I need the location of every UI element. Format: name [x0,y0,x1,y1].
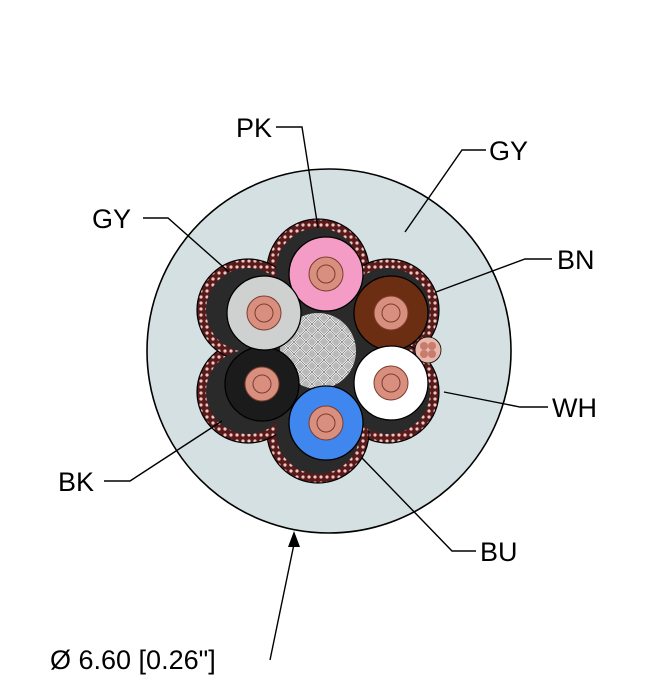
center-filler [280,313,356,389]
core-black [224,346,300,422]
core-brown [353,275,429,351]
label-bn: BN [557,245,595,275]
core-blue [288,385,364,461]
core-grey [226,275,302,351]
leader-lines [104,126,552,661]
label-pk: PK [236,113,272,143]
label-bk: BK [58,467,94,497]
core-pink [288,236,364,312]
label-gy-core: GY [92,204,131,234]
label-wh: WH [552,393,597,423]
label-gy-jacket: GY [489,136,528,166]
label-bu: BU [480,537,518,567]
core-white [353,345,429,421]
label-diameter: Ø 6.60 [0.26"] [50,645,216,675]
drain-wire [414,336,442,364]
